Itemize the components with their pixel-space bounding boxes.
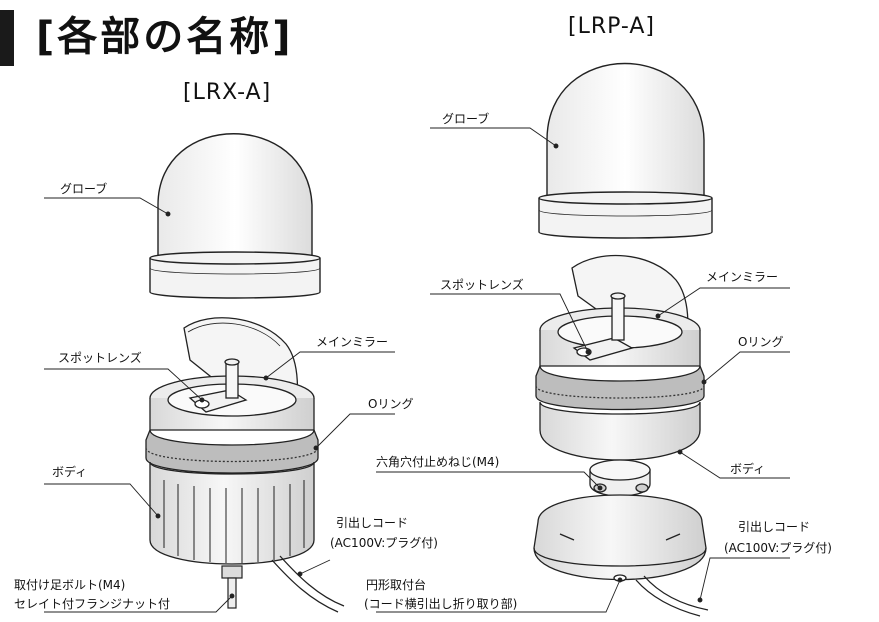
lrp-a-cord	[635, 575, 709, 617]
label-lrx-bolt-2: セレイト付フランジナット付	[14, 597, 171, 611]
lrx-a-bolt	[221, 565, 243, 609]
lrx-a-leader-lines	[44, 197, 395, 613]
label-lrx-cord-2: (AC100V:プラグ付)	[330, 536, 438, 550]
label-lrp-o-ring: Oリング	[738, 335, 784, 349]
label-lrx-o-ring: Oリング	[368, 397, 414, 411]
label-lrp-body: ボディ	[730, 462, 766, 476]
label-lrx-body: ボディ	[52, 465, 88, 479]
label-lrp-globe: グローブ	[442, 112, 490, 126]
lrp-a-globe	[538, 63, 713, 239]
page-title: [各部の名称]	[36, 14, 294, 60]
model-label-lrx-a: [LRX-A]	[183, 80, 272, 105]
lrp-a-mount-base	[533, 459, 707, 582]
label-lrp-cord-1: 引出しコード	[738, 520, 811, 534]
label-lrx-main-mirror: メインミラー	[316, 335, 389, 349]
label-lrp-base-2: (コード横引出し折り取り部)	[364, 597, 518, 611]
label-lrp-screw: 六角穴付止めねじ(M4)	[376, 455, 500, 469]
label-lrx-globe: グローブ	[60, 182, 108, 196]
title-accent-bar	[0, 10, 14, 66]
lrp-a-leader-lines	[376, 127, 790, 613]
label-lrp-main-mirror: メインミラー	[706, 270, 779, 284]
lrx-a-cord	[271, 555, 345, 613]
label-lrp-cord-2: (AC100V:プラグ付)	[724, 541, 832, 555]
model-label-lrp-a: [LRP-A]	[568, 14, 655, 39]
lrx-a-globe	[149, 133, 321, 299]
label-lrx-bolt-1: 取付け足ボルト(M4)	[14, 578, 126, 592]
label-lrx-cord-1: 引出しコード	[336, 516, 409, 530]
label-lrx-spot-lens: スポットレンズ	[58, 351, 142, 365]
label-lrp-base-1: 円形取付台	[366, 578, 427, 592]
label-lrp-spot-lens: スポットレンズ	[440, 278, 524, 292]
lrp-a-spot-lens	[572, 292, 634, 361]
